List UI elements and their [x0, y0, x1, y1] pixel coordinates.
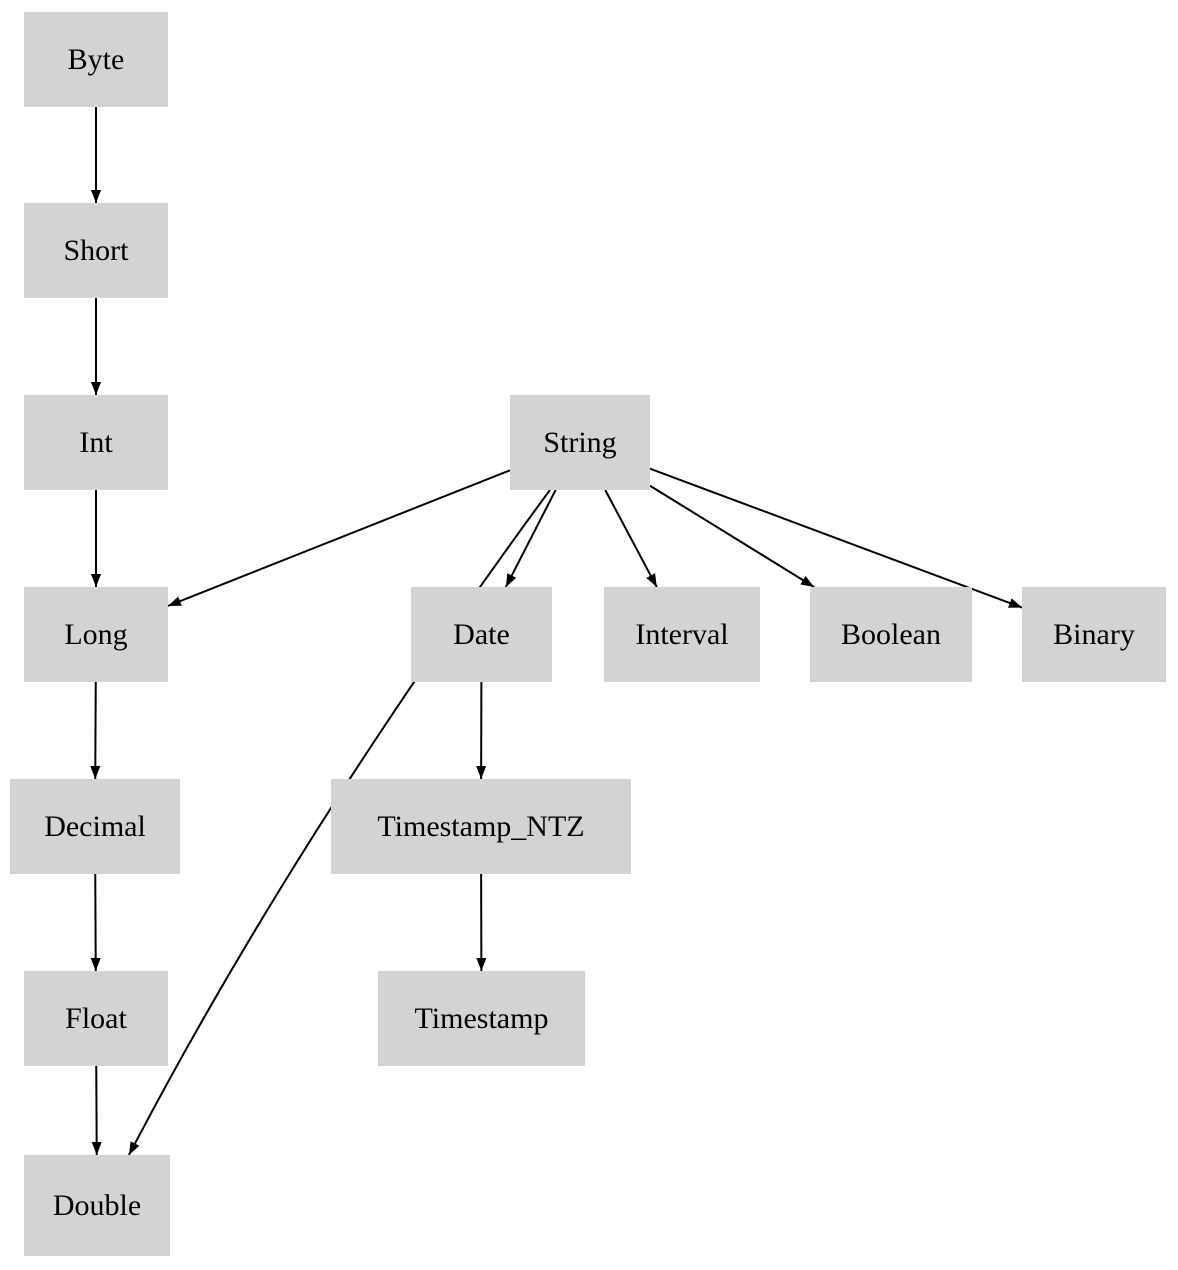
edge-string-boolean — [649, 484, 815, 588]
node-timestamp-ntz: Timestamp_NTZ — [331, 779, 631, 874]
node-timestamp: Timestamp — [378, 971, 585, 1066]
node-binary: Binary — [1022, 587, 1166, 682]
edge-string-interval — [604, 489, 658, 588]
edge-decimal-float — [90, 873, 101, 972]
node-short: Short — [24, 203, 168, 298]
node-interval: Interval — [604, 587, 760, 682]
edge-string-long — [167, 469, 511, 607]
edge-string-date — [504, 489, 557, 588]
node-int: Int — [24, 395, 168, 490]
node-float: Float — [24, 971, 168, 1066]
node-byte: Byte — [24, 12, 168, 107]
node-decimal: Decimal — [10, 779, 180, 874]
node-string: String — [510, 395, 650, 490]
node-boolean: Boolean — [810, 587, 972, 682]
edge-long-decimal — [90, 681, 101, 780]
node-double: Double — [24, 1155, 170, 1256]
node-long: Long — [24, 587, 168, 682]
node-date: Date — [411, 587, 552, 682]
